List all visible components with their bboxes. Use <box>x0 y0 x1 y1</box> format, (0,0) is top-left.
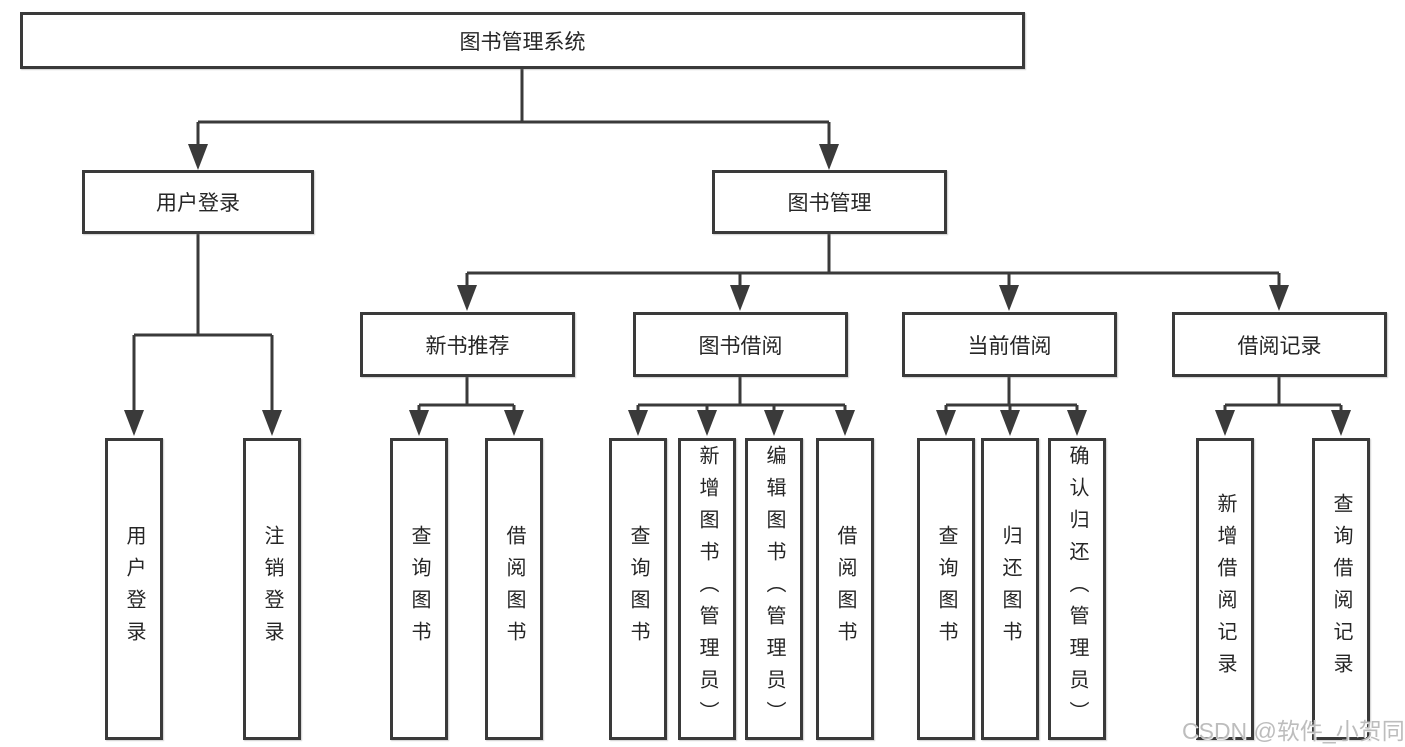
leaf-query-books-current: 查询图书 <box>917 438 975 740</box>
node-book-borrow: 图书借阅 <box>633 312 848 377</box>
leaf-query-books-recommend: 查询图书 <box>390 438 448 740</box>
node-current-borrow: 当前借阅 <box>902 312 1117 377</box>
leaf-user-login: 用户登录 <box>105 438 163 740</box>
leaf-query-books-borrow: 查询图书 <box>609 438 667 740</box>
leaf-add-book-admin: 新增图书（管理员） <box>678 438 736 740</box>
connector-book-borrow <box>628 377 855 436</box>
watermark: CSDN @软件_小贺同学 <box>1182 718 1405 744</box>
connector-new-book-recommend <box>409 377 524 436</box>
leaf-borrow-books: 借阅图书 <box>816 438 874 740</box>
node-root: 图书管理系统 <box>20 12 1025 69</box>
leaf-borrow-books-recommend: 借阅图书 <box>485 438 543 740</box>
leaf-confirm-return-admin: 确认归还（管理员） <box>1048 438 1106 740</box>
connector-book-management <box>457 234 1289 311</box>
leaf-return-book: 归还图书 <box>981 438 1039 740</box>
node-user-login: 用户登录 <box>82 170 314 234</box>
leaf-add-borrow-record: 新增借阅记录 <box>1196 438 1254 740</box>
leaf-edit-book-admin: 编辑图书（管理员） <box>745 438 803 740</box>
leaf-query-borrow-record: 查询借阅记录 <box>1312 438 1370 740</box>
connector-current-borrow <box>936 377 1087 436</box>
connector-borrow-records <box>1215 377 1351 436</box>
connector-root <box>188 69 839 170</box>
node-book-management: 图书管理 <box>712 170 947 234</box>
node-new-book-recommend: 新书推荐 <box>360 312 575 377</box>
connector-user-login <box>124 234 282 436</box>
leaf-logout: 注销登录 <box>243 438 301 740</box>
node-borrow-records: 借阅记录 <box>1172 312 1387 377</box>
